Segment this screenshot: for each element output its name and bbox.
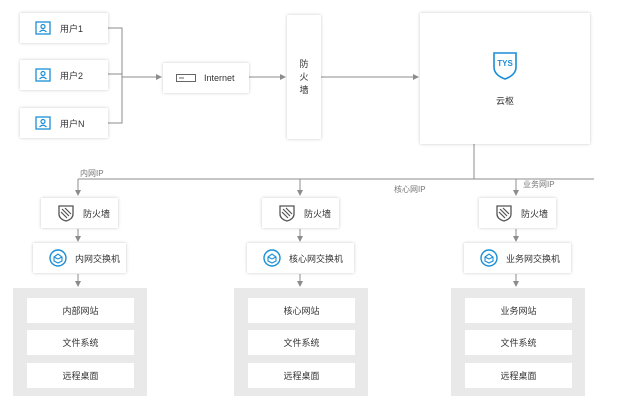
col3-services-panel: 业务网站 文件系统 远程桌面 — [451, 288, 585, 396]
internet-node: Internet — [163, 63, 249, 93]
col3-firewall: 防火墙 — [479, 198, 556, 228]
col1-services-panel: 内部网站 文件系统 远程桌面 — [13, 288, 147, 396]
service-item: 远程桌面 — [465, 363, 572, 388]
user-label: 用户2 — [60, 70, 84, 81]
col2-firewall: 防火墙 — [262, 198, 339, 228]
service-item: 业务网站 — [465, 298, 572, 323]
firewall-shield-icon — [496, 205, 512, 222]
cloud-node: TYS 云枢 — [420, 13, 590, 144]
internal-ip-label: 内网IP — [80, 169, 104, 178]
switch-label: 核心网交换机 — [289, 253, 344, 264]
core-ip-label: 核心网IP — [394, 185, 426, 194]
col1-firewall: 防火墙 — [41, 198, 118, 228]
service-item: 远程桌面 — [248, 363, 355, 388]
server-icon — [176, 74, 196, 82]
service-item: 内部网站 — [27, 298, 134, 323]
col2-switch: 核心网交换机 — [247, 243, 354, 273]
firewall-label: 防火墙 — [521, 208, 549, 219]
firewall-shield-icon — [58, 205, 74, 222]
user-icon — [35, 116, 51, 130]
col1-switch: 内网交换机 — [33, 243, 126, 273]
user-label: 用户1 — [60, 23, 84, 34]
business-ip-label: 业务网IP — [523, 180, 555, 189]
firewall-label: 防火墙 — [83, 208, 111, 219]
service-item: 远程桌面 — [27, 363, 134, 388]
user-icon — [35, 68, 51, 82]
switch-label: 内网交换机 — [75, 253, 121, 264]
service-item: 文件系统 — [248, 330, 355, 355]
user-icon — [35, 21, 51, 35]
tys-shield-icon: TYS — [493, 52, 517, 80]
users-bracket-line — [108, 27, 123, 124]
top-firewall-label: 防火墙 — [299, 58, 309, 95]
logo-text: TYS — [497, 59, 513, 68]
user-card-2: 用户2 — [20, 60, 108, 90]
user-card-1: 用户1 — [20, 13, 108, 43]
service-item: 核心网站 — [248, 298, 355, 323]
switch-icon — [49, 249, 67, 267]
switch-icon — [480, 249, 498, 267]
switch-label: 业务网交换机 — [506, 253, 561, 264]
col3-switch: 业务网交换机 — [464, 243, 571, 273]
col2-services-panel: 核心网站 文件系统 远程桌面 — [234, 288, 368, 396]
firewall-label: 防火墙 — [304, 208, 332, 219]
user-card-n: 用户N — [20, 108, 108, 138]
switch-icon — [263, 249, 281, 267]
cloud-label: 云枢 — [495, 96, 514, 106]
firewall-shield-icon — [279, 205, 295, 222]
user-label: 用户N — [60, 118, 85, 129]
internet-label: Internet — [204, 73, 235, 83]
service-item: 文件系统 — [27, 330, 134, 355]
top-firewall-node: 防火墙 — [287, 15, 321, 139]
service-item: 文件系统 — [465, 330, 572, 355]
